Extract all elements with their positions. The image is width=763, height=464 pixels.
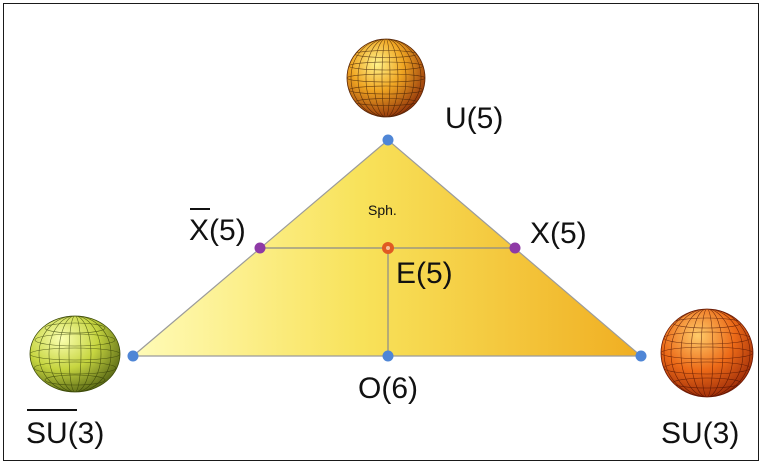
svg-text:X(5): X(5) <box>189 214 246 247</box>
su3-label: SU(3) <box>661 417 739 450</box>
x5-label: X(5) <box>530 217 587 250</box>
e5-point <box>382 242 394 254</box>
x5-point <box>509 242 521 254</box>
sph-label: Sph. <box>368 202 397 218</box>
svg-text:SU(3): SU(3) <box>26 417 104 450</box>
su3bar-label-main: SU <box>26 417 68 450</box>
su3bar-point <box>127 350 139 362</box>
o6-point <box>382 350 394 362</box>
xbar5-label: X(5) <box>189 208 246 247</box>
u5-label: U(5) <box>445 102 503 135</box>
xbar5-label-suffix: (5) <box>209 214 246 247</box>
xbar5-label-main: X <box>189 214 209 247</box>
spherical-nucleus-icon <box>346 38 426 118</box>
oblate-nucleus-icon <box>29 315 121 393</box>
su3bar-label: SU(3) <box>26 409 104 450</box>
su3-point <box>635 350 647 362</box>
o6-label: O(6) <box>358 372 418 405</box>
e5-label: E(5) <box>396 257 453 290</box>
xbar5-point <box>254 242 266 254</box>
u5-point <box>382 134 394 146</box>
figure-frame <box>3 3 759 461</box>
su3bar-label-suffix: (3) <box>68 417 105 450</box>
prolate-nucleus-icon <box>660 308 754 398</box>
